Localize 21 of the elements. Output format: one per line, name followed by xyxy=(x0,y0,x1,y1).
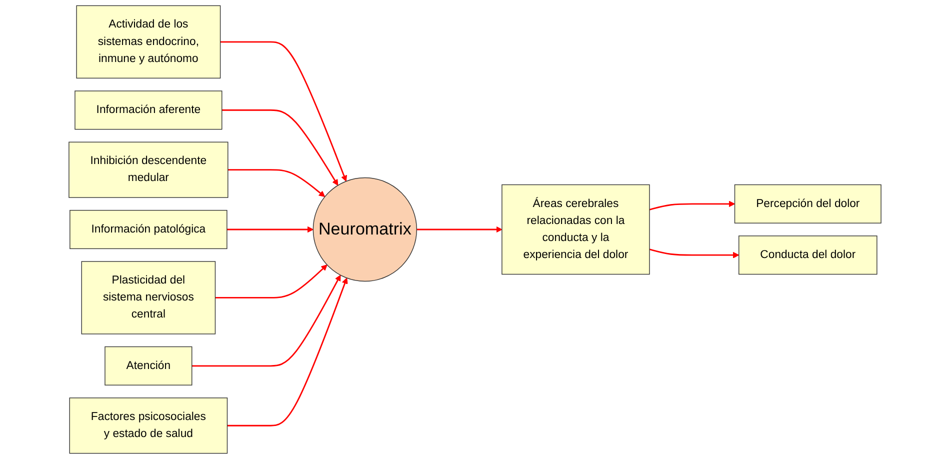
node-box: Percepción del dolor xyxy=(734,184,882,224)
node-box: Inhibición descendente medular xyxy=(68,142,228,198)
arrow xyxy=(222,109,338,186)
node-box: Información patológica xyxy=(70,210,228,250)
arrow xyxy=(227,278,348,426)
arrow xyxy=(192,274,341,367)
node-circle: Neuromatrix xyxy=(312,177,418,282)
node-box: Plasticidad del sistema nerviosos central xyxy=(81,261,216,334)
node-box: Áreas cerebrales relacionadas con la conducta y la experiencia del dolor xyxy=(502,184,650,275)
node-box: Conducta del dolor xyxy=(738,236,878,275)
arrow xyxy=(416,226,502,233)
arrow xyxy=(226,226,314,233)
arrow xyxy=(215,264,328,298)
node-box: Actividad de los sistemas endocrino, inmune y autónomo xyxy=(76,5,221,79)
arrow xyxy=(228,169,326,198)
arrow xyxy=(649,200,736,210)
node-box: Información aferente xyxy=(74,90,222,130)
arrow xyxy=(649,248,740,258)
node-box: Atención xyxy=(104,346,192,386)
arrow xyxy=(220,41,347,182)
node-box: Factores psicosociales y estado de salud xyxy=(69,398,228,454)
